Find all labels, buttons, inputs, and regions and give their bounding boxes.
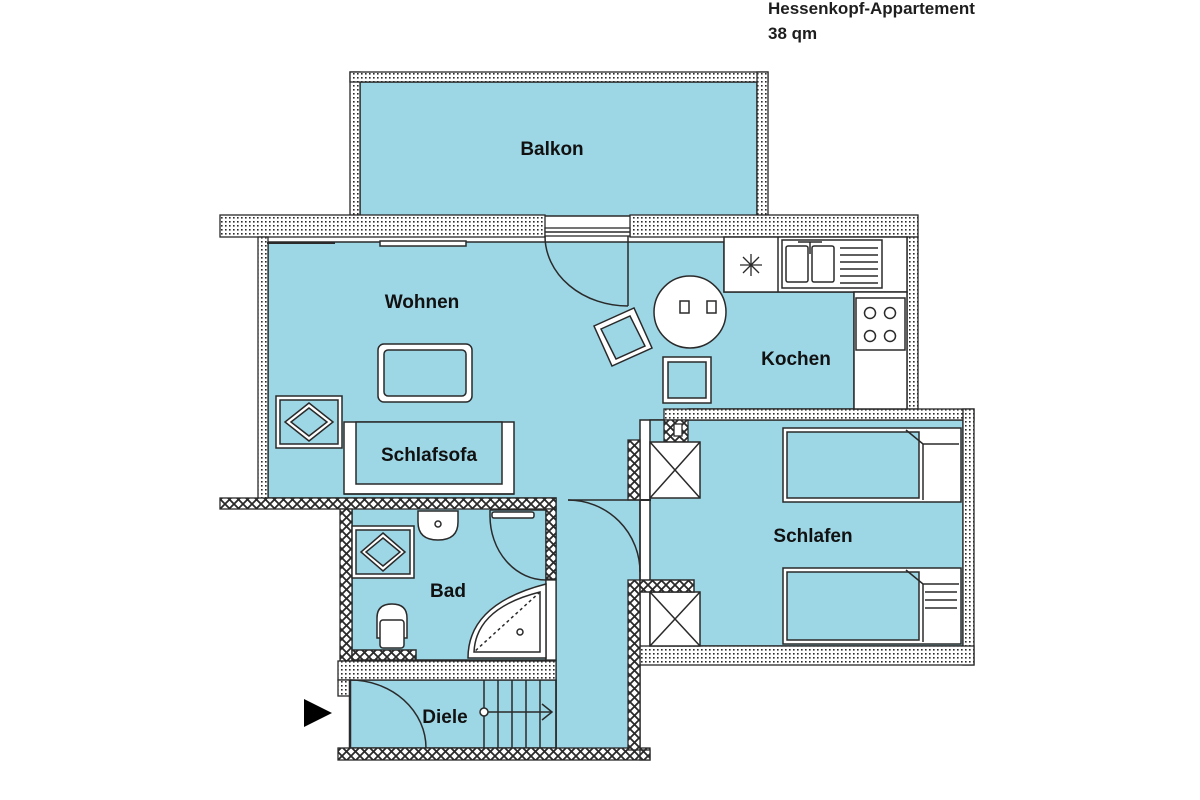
apartment-area: 38 qm xyxy=(768,24,818,43)
label-diele: Diele xyxy=(422,707,467,728)
towel-rail xyxy=(491,511,535,519)
label-balkon: Balkon xyxy=(520,139,583,160)
dining-set xyxy=(593,275,727,404)
apartment-title: Hessenkopf-Appartement xyxy=(768,0,975,18)
fridge-icon xyxy=(740,254,762,276)
walls xyxy=(219,71,975,761)
label-wohnen: Wohnen xyxy=(385,292,460,313)
entrance-arrow-icon xyxy=(304,699,332,727)
label-kochen: Kochen xyxy=(761,349,831,370)
balkon-floor xyxy=(359,81,758,217)
kitchen-sink-icon xyxy=(781,239,883,289)
plan-header: Hessenkopf-Appartement 38 qm xyxy=(768,0,975,46)
diele-staircase xyxy=(479,680,557,748)
dining-table xyxy=(653,275,727,349)
bathroom-fixtures xyxy=(351,510,547,661)
bedroom-furniture xyxy=(639,427,962,647)
label-schlafsofa: Schlafsofa xyxy=(381,445,478,466)
openings xyxy=(267,231,651,749)
living-furniture xyxy=(275,343,515,495)
label-bad: Bad xyxy=(430,581,466,602)
label-schlafen: Schlafen xyxy=(773,526,852,547)
hob-icon xyxy=(855,297,906,351)
kitchen-counter xyxy=(723,236,908,410)
